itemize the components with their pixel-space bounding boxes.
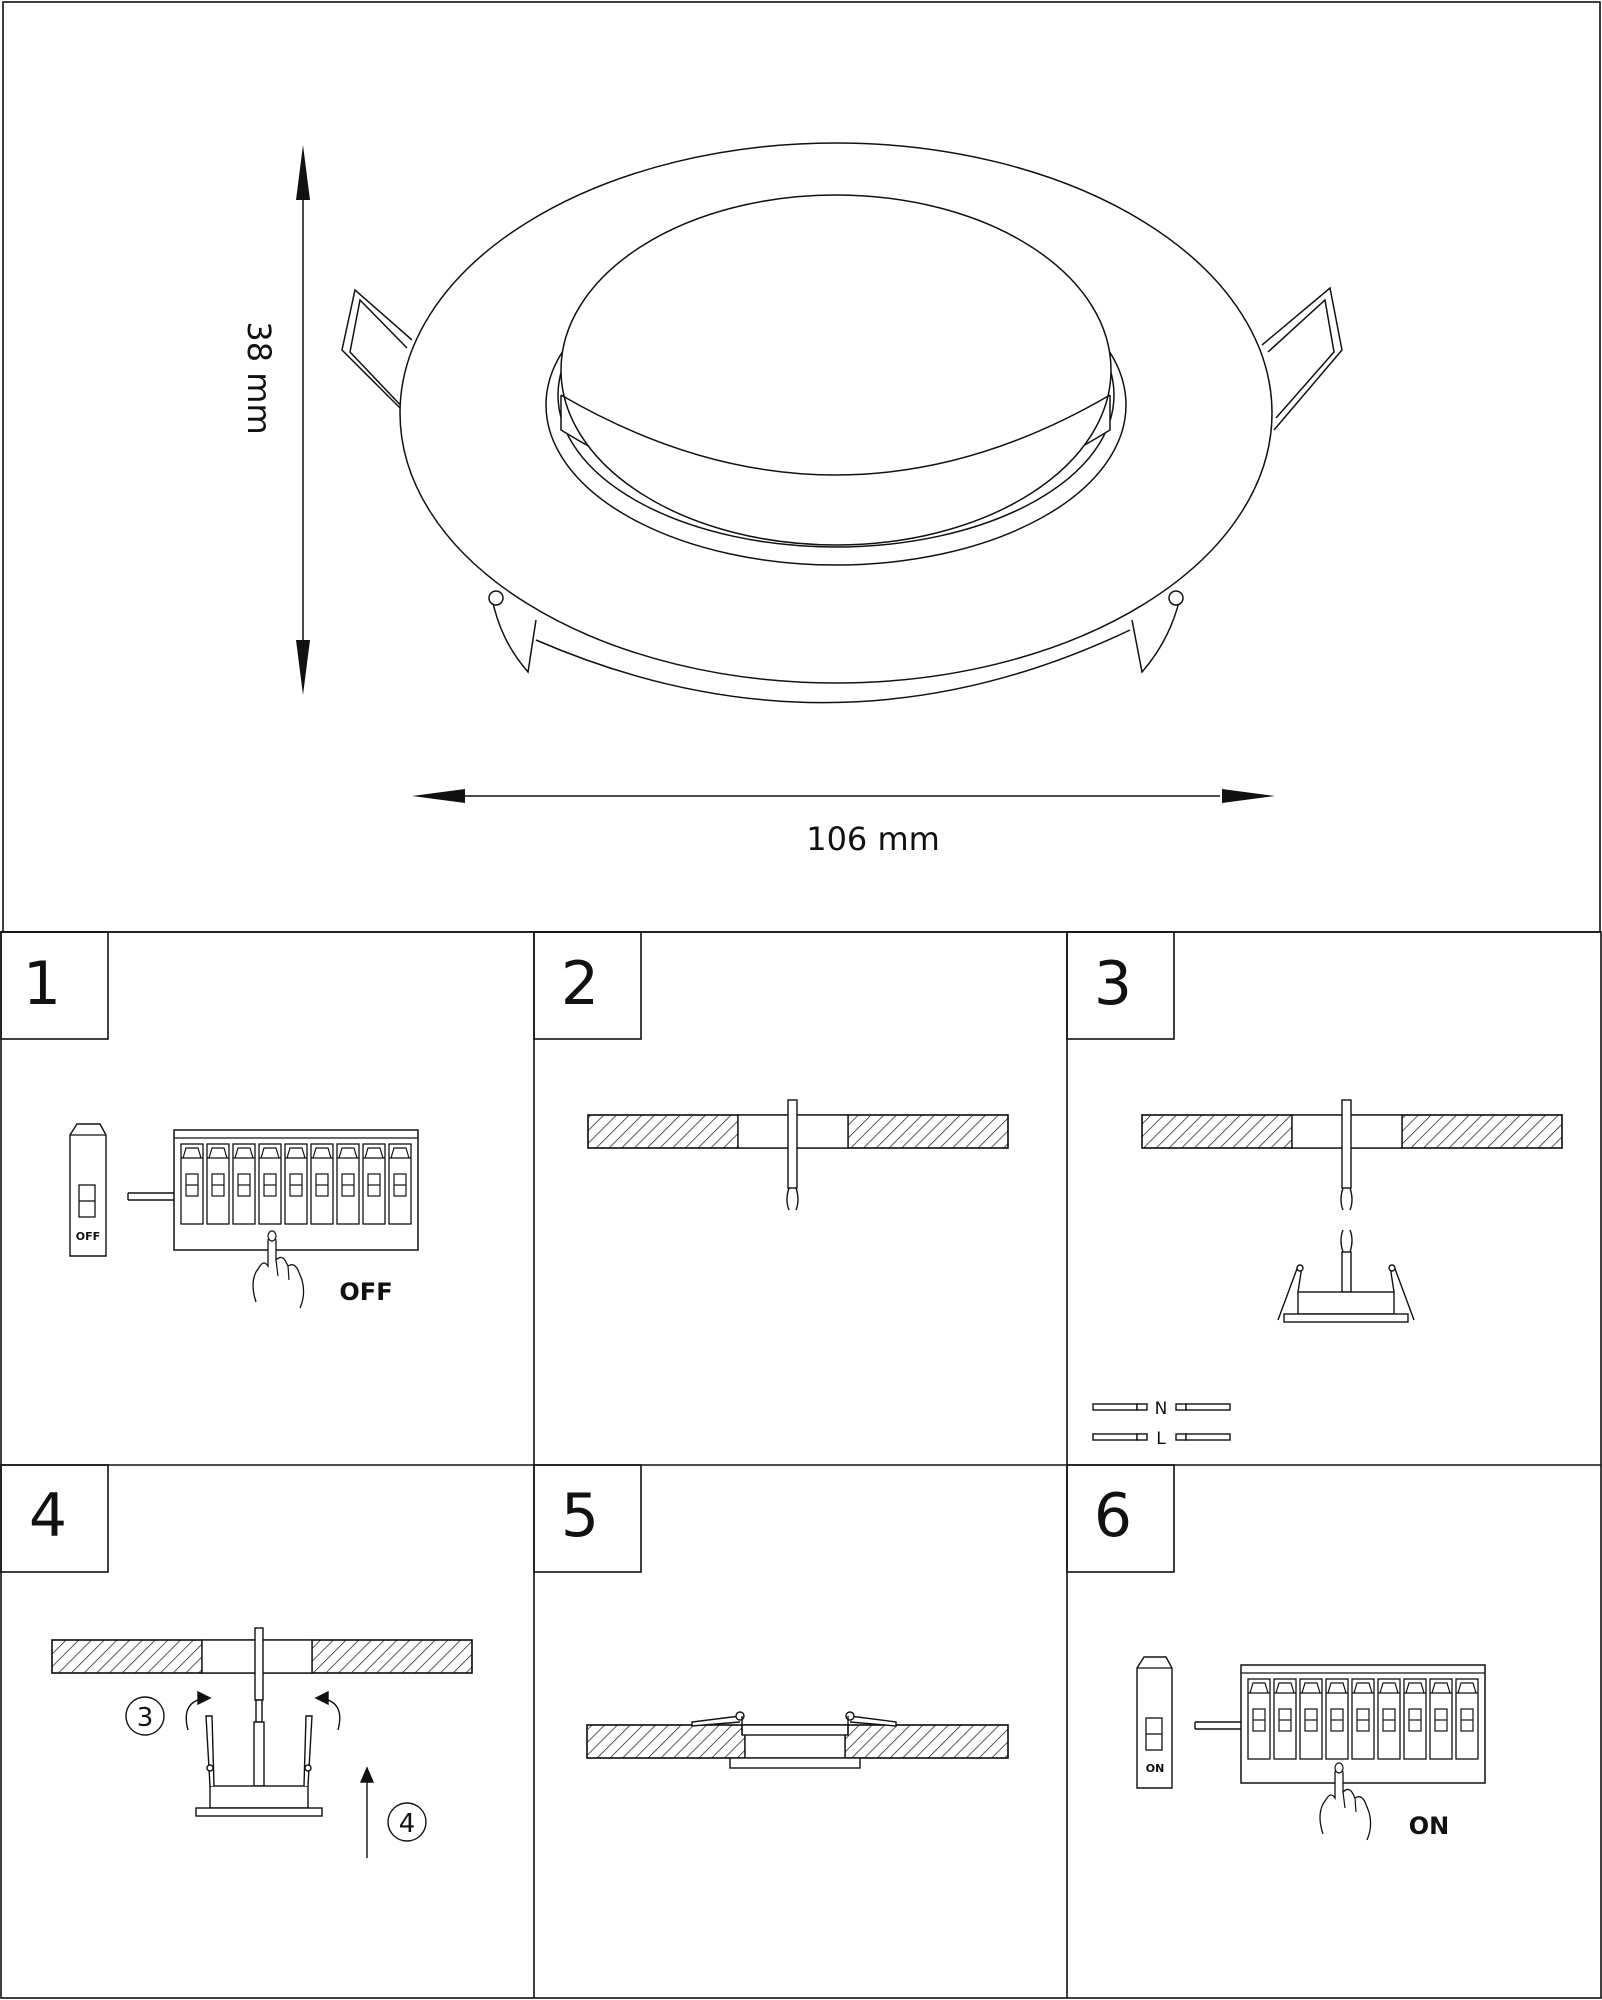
step-4-insert-fixture (51, 1627, 473, 1858)
step-number-2: 2 (561, 949, 599, 1019)
callout-3: 3 (137, 1703, 154, 1733)
height-dimension (296, 145, 310, 695)
step-number-6: 6 (1094, 1481, 1132, 1551)
height-label: 38 mm (240, 321, 278, 434)
switch-label-on: ON (1146, 1762, 1165, 1775)
width-label: 106 mm (806, 820, 940, 858)
step-1-switch-off (69, 1123, 419, 1309)
step-grid (0, 931, 1602, 1999)
step-number-5: 5 (561, 1481, 599, 1551)
state-label-off: OFF (339, 1278, 392, 1306)
step-6-switch-on (1136, 1656, 1486, 1841)
downlight-drawing (341, 142, 1343, 704)
spring-clip-left (341, 288, 413, 421)
width-dimension (412, 789, 1275, 803)
state-label-on: ON (1409, 1812, 1450, 1840)
wire-label-n: N (1155, 1399, 1168, 1419)
step-2-ceiling-hole (587, 1099, 1009, 1211)
step-number-3: 3 (1094, 949, 1132, 1019)
switch-label-off: OFF (76, 1230, 100, 1243)
callout-3-circle (125, 1696, 165, 1736)
step-3-wiring (1092, 1099, 1563, 1441)
callout-4: 4 (399, 1809, 416, 1839)
step-number-1: 1 (23, 949, 61, 1019)
step-5-mounted (586, 1711, 1009, 1769)
spring-clip-right (1261, 286, 1343, 431)
callout-4-circle (387, 1802, 427, 1842)
wire-label-l: L (1156, 1429, 1166, 1449)
step-number-4: 4 (29, 1481, 67, 1551)
